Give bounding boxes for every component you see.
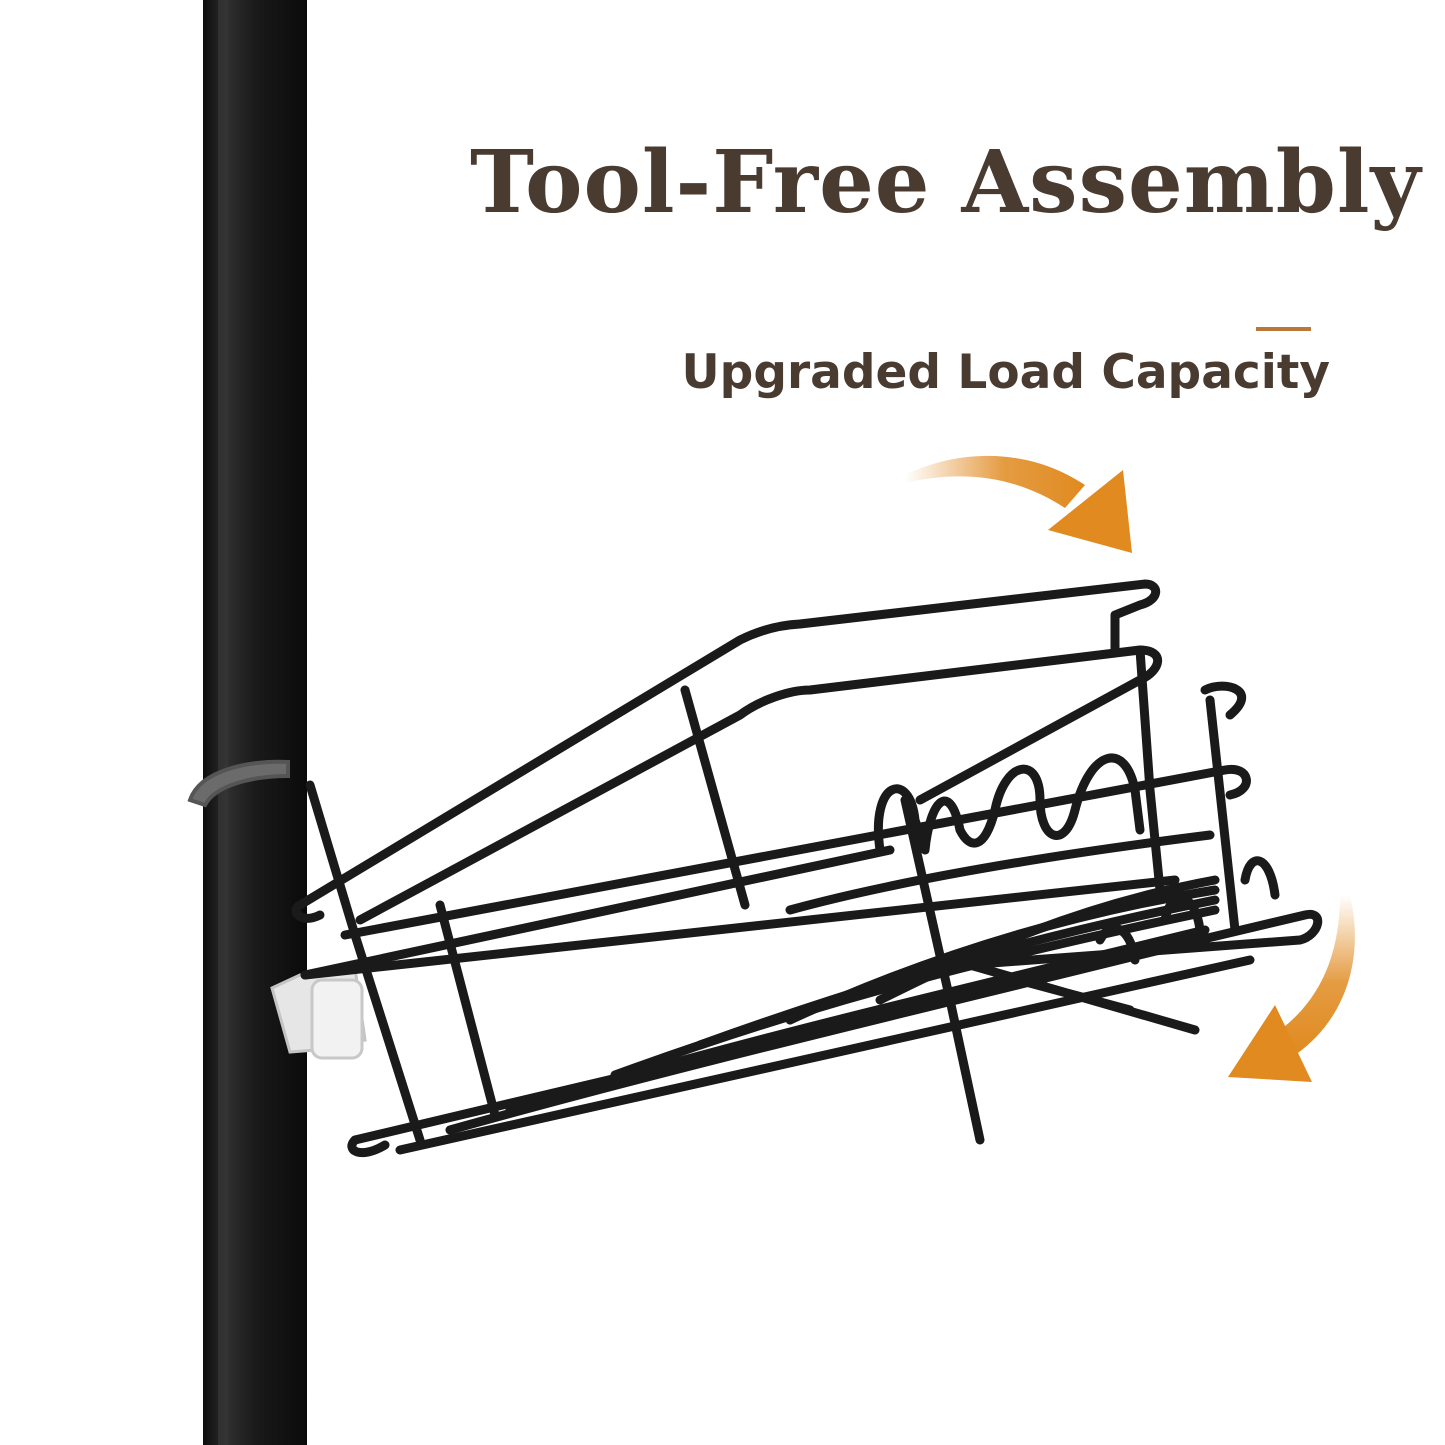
headline-title: Tool-Free Assembly: [470, 132, 1422, 233]
wire-basket: [291, 579, 1323, 1158]
pole-hook: [187, 759, 290, 808]
plastic-clip: [270, 966, 367, 1060]
curved-arrow-down-right-icon: [905, 455, 1132, 553]
curved-arrow-down-left-icon: [1228, 895, 1355, 1082]
accent-divider: [1256, 327, 1311, 331]
headline-subtitle: Upgraded Load Capacity: [681, 345, 1330, 400]
